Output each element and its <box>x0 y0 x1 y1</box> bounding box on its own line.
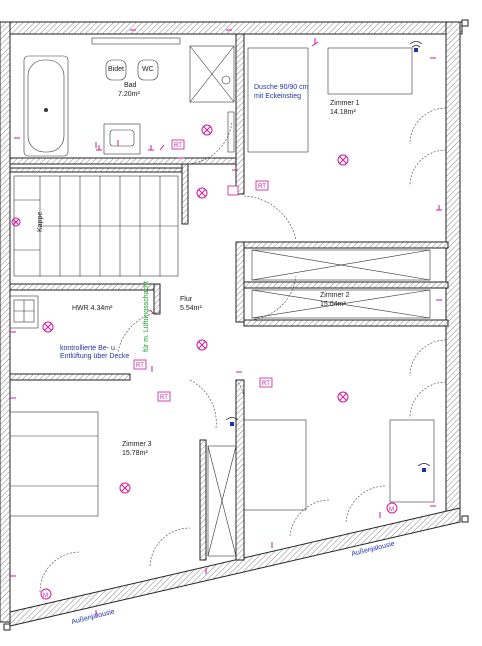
room-hwr-label: HWR 4.34m² <box>72 305 113 312</box>
room-flur-name: Flur <box>180 296 193 303</box>
bidet-fixture <box>105 59 127 81</box>
door-hwr <box>117 311 161 353</box>
shower-note-1: Dusche 90/90 cm <box>254 84 309 91</box>
window-swing-z2b <box>409 381 447 419</box>
door-flur-small <box>235 379 245 403</box>
wifi-icon <box>225 41 431 472</box>
exterior-blind-left: Außenjalousie <box>71 608 116 626</box>
window-swing-z2d <box>345 485 387 523</box>
window-swing-z1a <box>409 107 447 145</box>
room-flur-area: 5.54m² <box>180 305 202 312</box>
room-zimmer2-area: 15.04m² <box>320 301 346 308</box>
boiler-unit <box>9 295 39 329</box>
bed-zimmer1 <box>247 47 309 153</box>
wardrobe-zimmer3 <box>207 445 237 557</box>
sockets-switches <box>10 29 442 616</box>
room-zimmer1-name: Zimmer 1 <box>330 100 360 107</box>
svg-text:RT: RT <box>174 143 182 149</box>
svg-text:M: M <box>389 507 394 513</box>
corner-marker <box>461 19 469 27</box>
svg-text:RT: RT <box>262 381 270 387</box>
bed-zimmer2 <box>243 419 307 511</box>
shower-note-2: mit Eckeinstieg <box>254 93 301 100</box>
label-wc: WC <box>142 66 154 73</box>
door-bad <box>187 121 233 165</box>
window-swing-z1b <box>409 149 447 187</box>
room-zimmer1-area: 14.18m² <box>330 109 356 116</box>
desk-zimmer2 <box>389 419 435 503</box>
rt-thermostat: RT RT RT RT RT <box>133 139 273 402</box>
wc-fixture <box>137 59 159 81</box>
room-bad-name: Bad <box>124 82 137 89</box>
interior-walls <box>9 33 449 561</box>
door-zimmer2 <box>243 275 297 321</box>
bathtub <box>23 55 69 157</box>
bed-zimmer3 <box>9 411 99 517</box>
ventilation-note-1: kontrollierte Be- u. <box>60 345 117 352</box>
window-swing-z3a <box>39 551 81 593</box>
outer-walls <box>0 21 463 627</box>
svg-text:M: M <box>43 593 48 599</box>
label-bidet: Bidet <box>108 66 124 73</box>
svg-text:RT: RT <box>136 363 144 369</box>
room-zimmer3-name: Zimmer 3 <box>122 441 152 448</box>
door-zimmer1 <box>243 195 297 241</box>
ventilation-note-2: Entlüftung über Decke <box>60 353 129 360</box>
shower <box>189 45 235 103</box>
room-zimmer2-name: Zimmer 2 <box>320 292 350 299</box>
window-swing-z3b <box>149 527 191 567</box>
window-swing-z2a <box>409 339 447 377</box>
ceiling-lights <box>11 124 349 494</box>
room-zimmer3-area: 15.78m² <box>122 450 148 457</box>
shaft-note: für m. Lüftungsschacht <box>143 281 150 352</box>
wardrobe-zimmer1 <box>251 249 431 281</box>
desk-zimmer1 <box>327 47 413 95</box>
stair-label: Kappe <box>37 212 44 232</box>
room-bad-area: 7.20m² <box>118 91 140 98</box>
window-swing-z2c <box>289 499 331 537</box>
door-zimmer3 <box>189 379 217 429</box>
wardrobe-zimmer2 <box>251 289 431 319</box>
svg-text:RT: RT <box>160 395 168 401</box>
washbasin <box>103 123 141 155</box>
svg-text:RT: RT <box>258 184 266 190</box>
motor-markers: M M <box>40 502 398 600</box>
corner-marker <box>461 515 469 523</box>
corner-marker <box>3 623 11 631</box>
